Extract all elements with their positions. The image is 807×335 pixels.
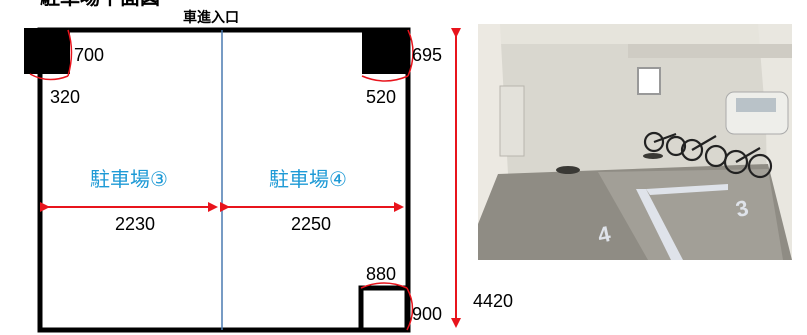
right-pillar [362, 28, 408, 74]
box-depth-label: 900 [412, 304, 443, 324]
right-pillar-width-label: 520 [366, 87, 397, 107]
lot3-label: 駐車場③ [90, 169, 168, 191]
left-pillar-width-label: 700 [74, 45, 105, 65]
lot3-width-label: 2230 [115, 214, 156, 234]
parking-photo: 3 4 [478, 24, 792, 260]
left-pillar-depth-label: 320 [50, 87, 81, 107]
left-pillar-width-brace [67, 29, 73, 77]
total-depth-label: 4420 [473, 291, 514, 311]
left-pillar-depth-brace [29, 73, 69, 81]
box-width-label: 880 [366, 264, 397, 284]
bottom-right-box [358, 285, 410, 333]
left-pillar [24, 28, 70, 74]
entrance-label: 車進入口 [183, 9, 239, 25]
parking-outline [37, 27, 411, 333]
lot4-label: 駐車場④ [269, 169, 347, 191]
page-heading: 駐車場平面図 [40, 0, 160, 8]
lot4-width-label: 2250 [291, 214, 332, 234]
box-width-brace [360, 282, 408, 289]
right-pillar-depth-brace [407, 29, 414, 77]
box-depth-brace [406, 287, 414, 331]
right-pillar-depth-label: 695 [412, 45, 443, 65]
right-pillar-width-brace [361, 75, 409, 82]
parking-photo-illustration [478, 24, 792, 260]
